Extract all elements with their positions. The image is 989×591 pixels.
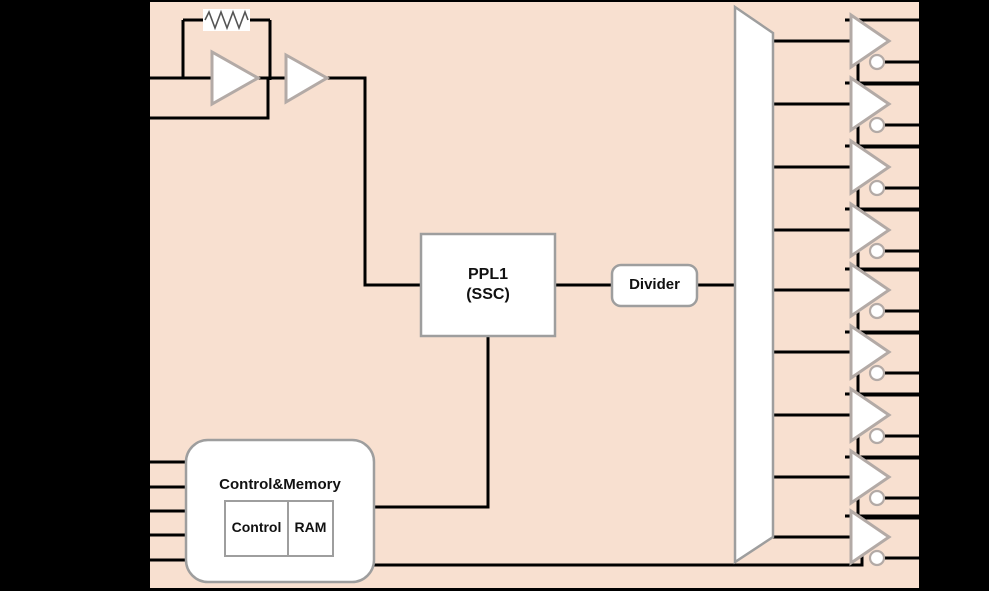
output-buffer[interactable]: [849, 12, 892, 71]
output-buffer[interactable]: [849, 138, 892, 197]
output-buffer[interactable]: [849, 261, 892, 320]
pll1-block[interactable]: [419, 232, 557, 338]
output-buffer[interactable]: [849, 386, 892, 445]
output-buffer[interactable]: [849, 201, 892, 260]
control-subblock[interactable]: [224, 500, 289, 557]
output-buffer[interactable]: [849, 448, 892, 507]
oscillator-amplifier: [210, 49, 262, 107]
output-buffer[interactable]: [849, 75, 892, 134]
oscillator-output-buffer: [284, 52, 331, 105]
output-mux[interactable]: [733, 4, 775, 565]
output-buffer[interactable]: [849, 508, 892, 567]
ram-subblock[interactable]: [287, 500, 334, 557]
differential-output-buffers: [849, 12, 892, 567]
output-buffer[interactable]: [849, 323, 892, 382]
wire-buffer2-to-pll: [326, 76, 421, 287]
divider-block[interactable]: [610, 263, 699, 308]
feedback-resistor: [203, 9, 250, 31]
wire-pll-to-control: [374, 336, 490, 509]
wire-xout-pin: [150, 78, 270, 120]
